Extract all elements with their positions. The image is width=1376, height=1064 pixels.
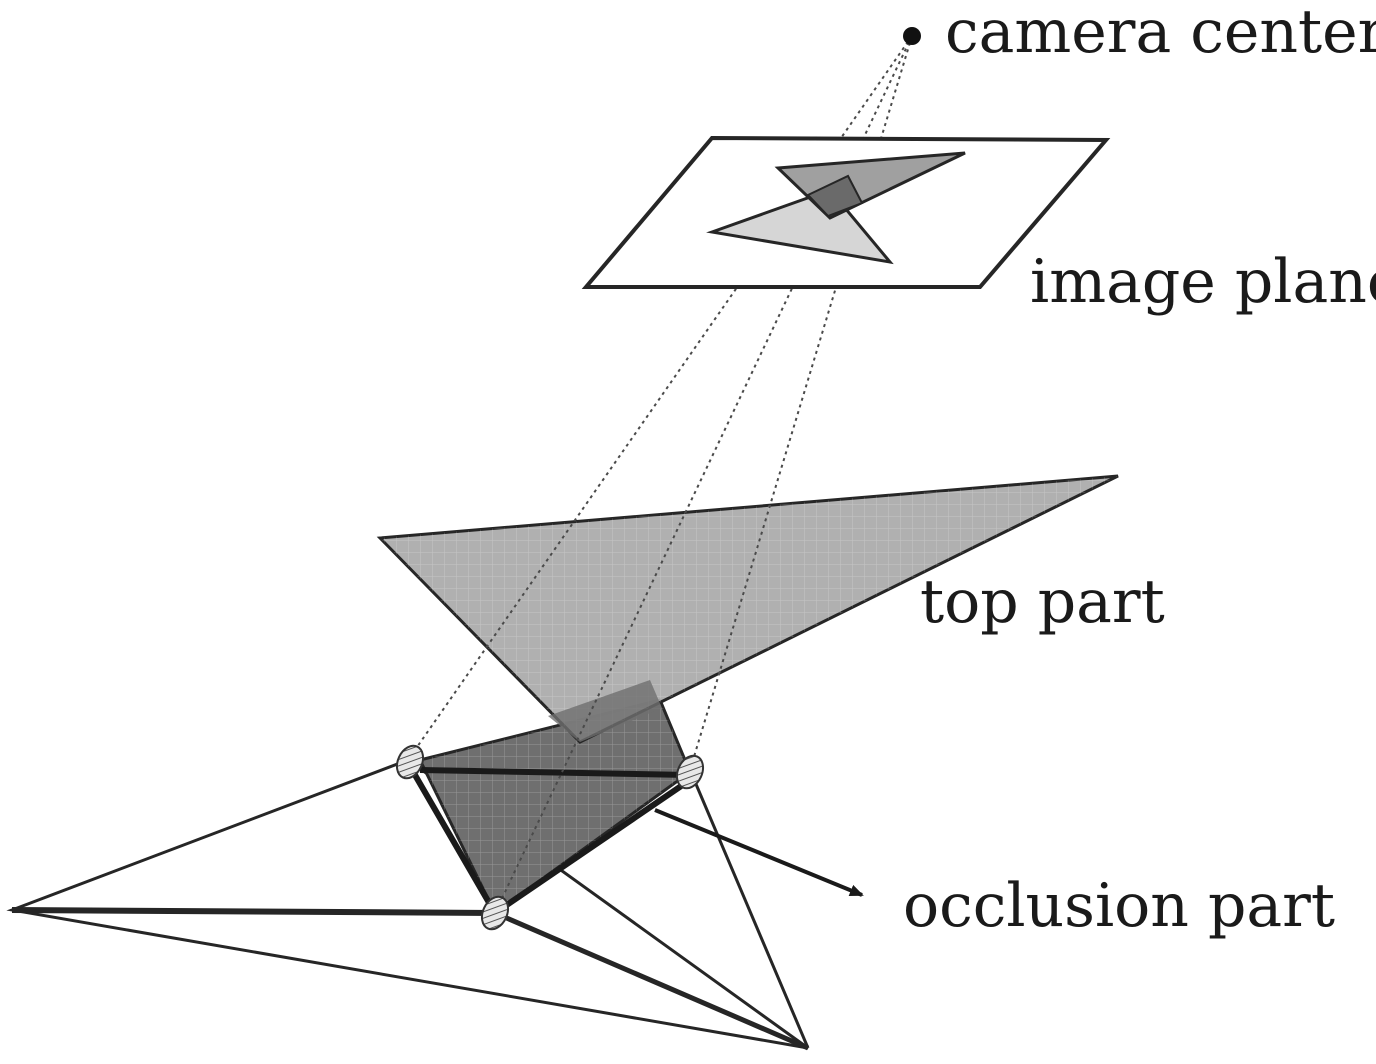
image-projection-occlusion (806, 174, 864, 218)
ground-edge-bottom (494, 910, 809, 1051)
occlusion-bottom-edge (412, 773, 498, 915)
camera-center-dot (903, 27, 921, 45)
ground-edge-right (688, 769, 810, 1049)
occlusion-right-edge (493, 777, 692, 916)
top-part (376, 474, 1119, 744)
ground-edge-left (11, 907, 496, 916)
occlusion-mid-edge (419, 767, 691, 778)
image-plane-label: image plane (1030, 247, 1376, 317)
image-plane (581, 135, 1111, 289)
top-part-overlap (548, 680, 662, 742)
ground-object (6, 758, 810, 1051)
image-projection-lower (706, 188, 894, 265)
ground-triangle (6, 758, 809, 1050)
marker-bottom (480, 895, 510, 931)
top-part-label: top part (920, 567, 1165, 637)
marker-left (395, 744, 425, 780)
occlusion-part (412, 698, 692, 916)
occlusion-part-label: occlusion part (903, 871, 1335, 941)
camera-center-label: camera center (945, 0, 1376, 67)
occlusion-arrow (654, 808, 864, 897)
marker-right (675, 754, 705, 790)
intersection-markers (395, 744, 705, 931)
